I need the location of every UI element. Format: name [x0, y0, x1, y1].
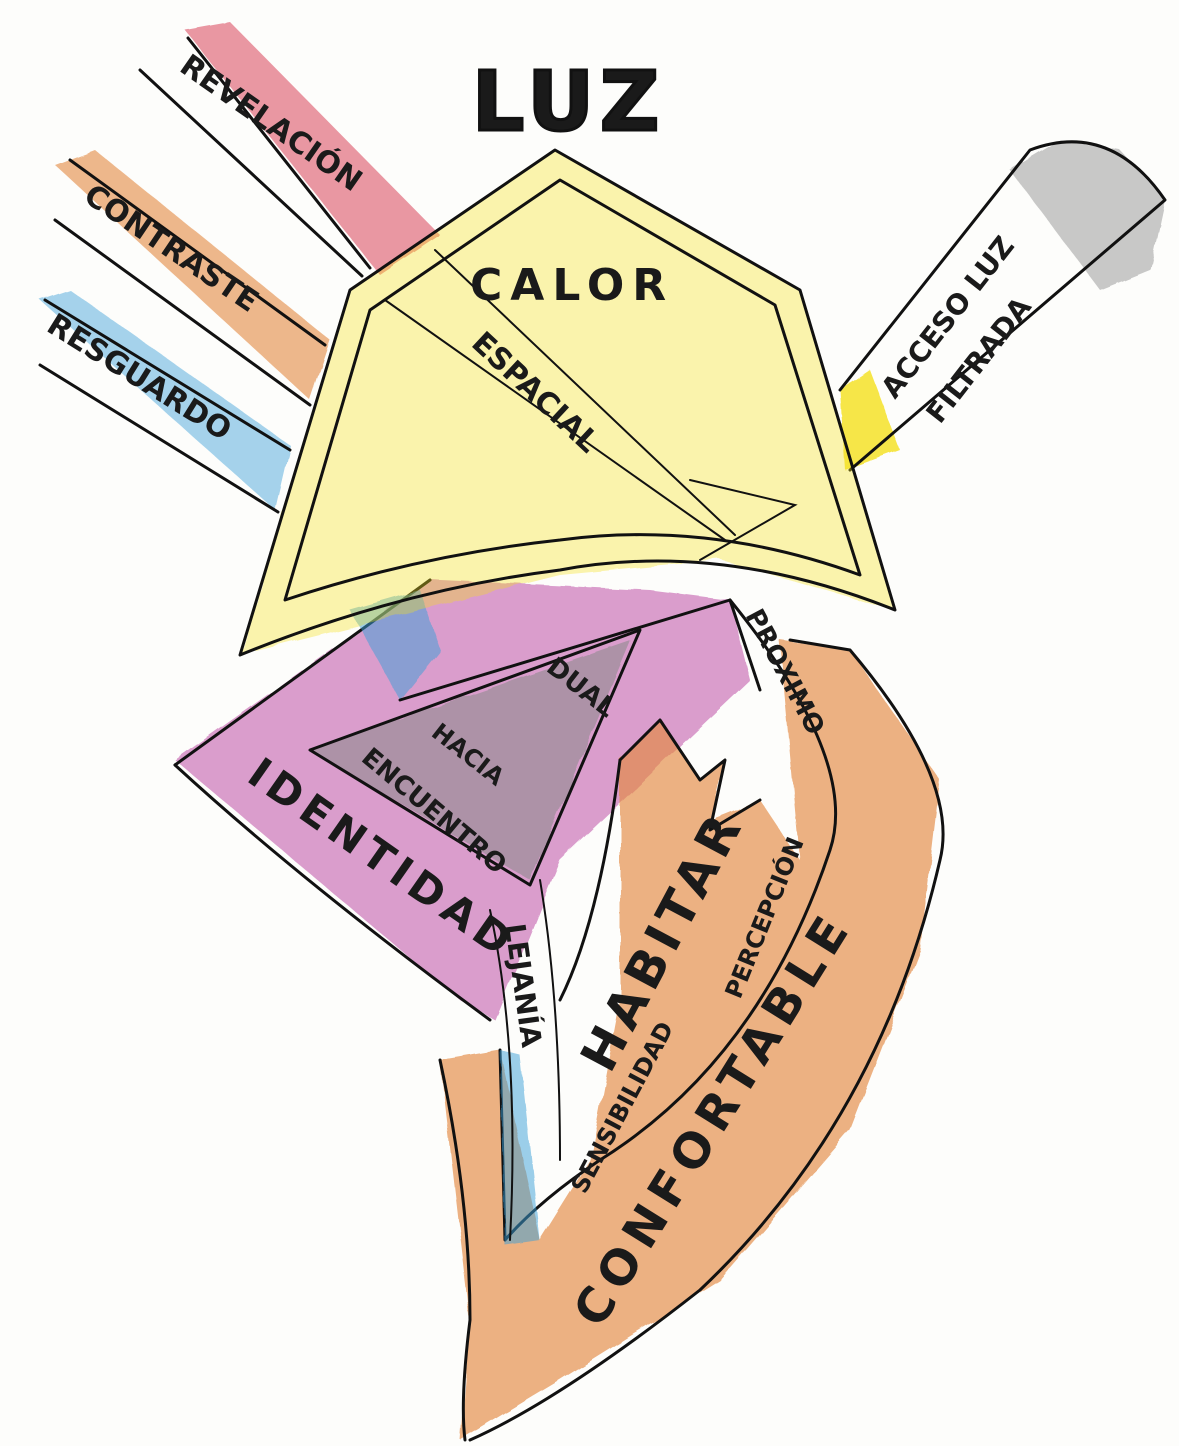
title-luz: LUZ	[472, 55, 665, 150]
label-contraste: CONTRASTE	[78, 178, 265, 320]
strip-sensibilidad-fill	[500, 1050, 540, 1245]
label-calor: CALOR	[470, 260, 674, 311]
